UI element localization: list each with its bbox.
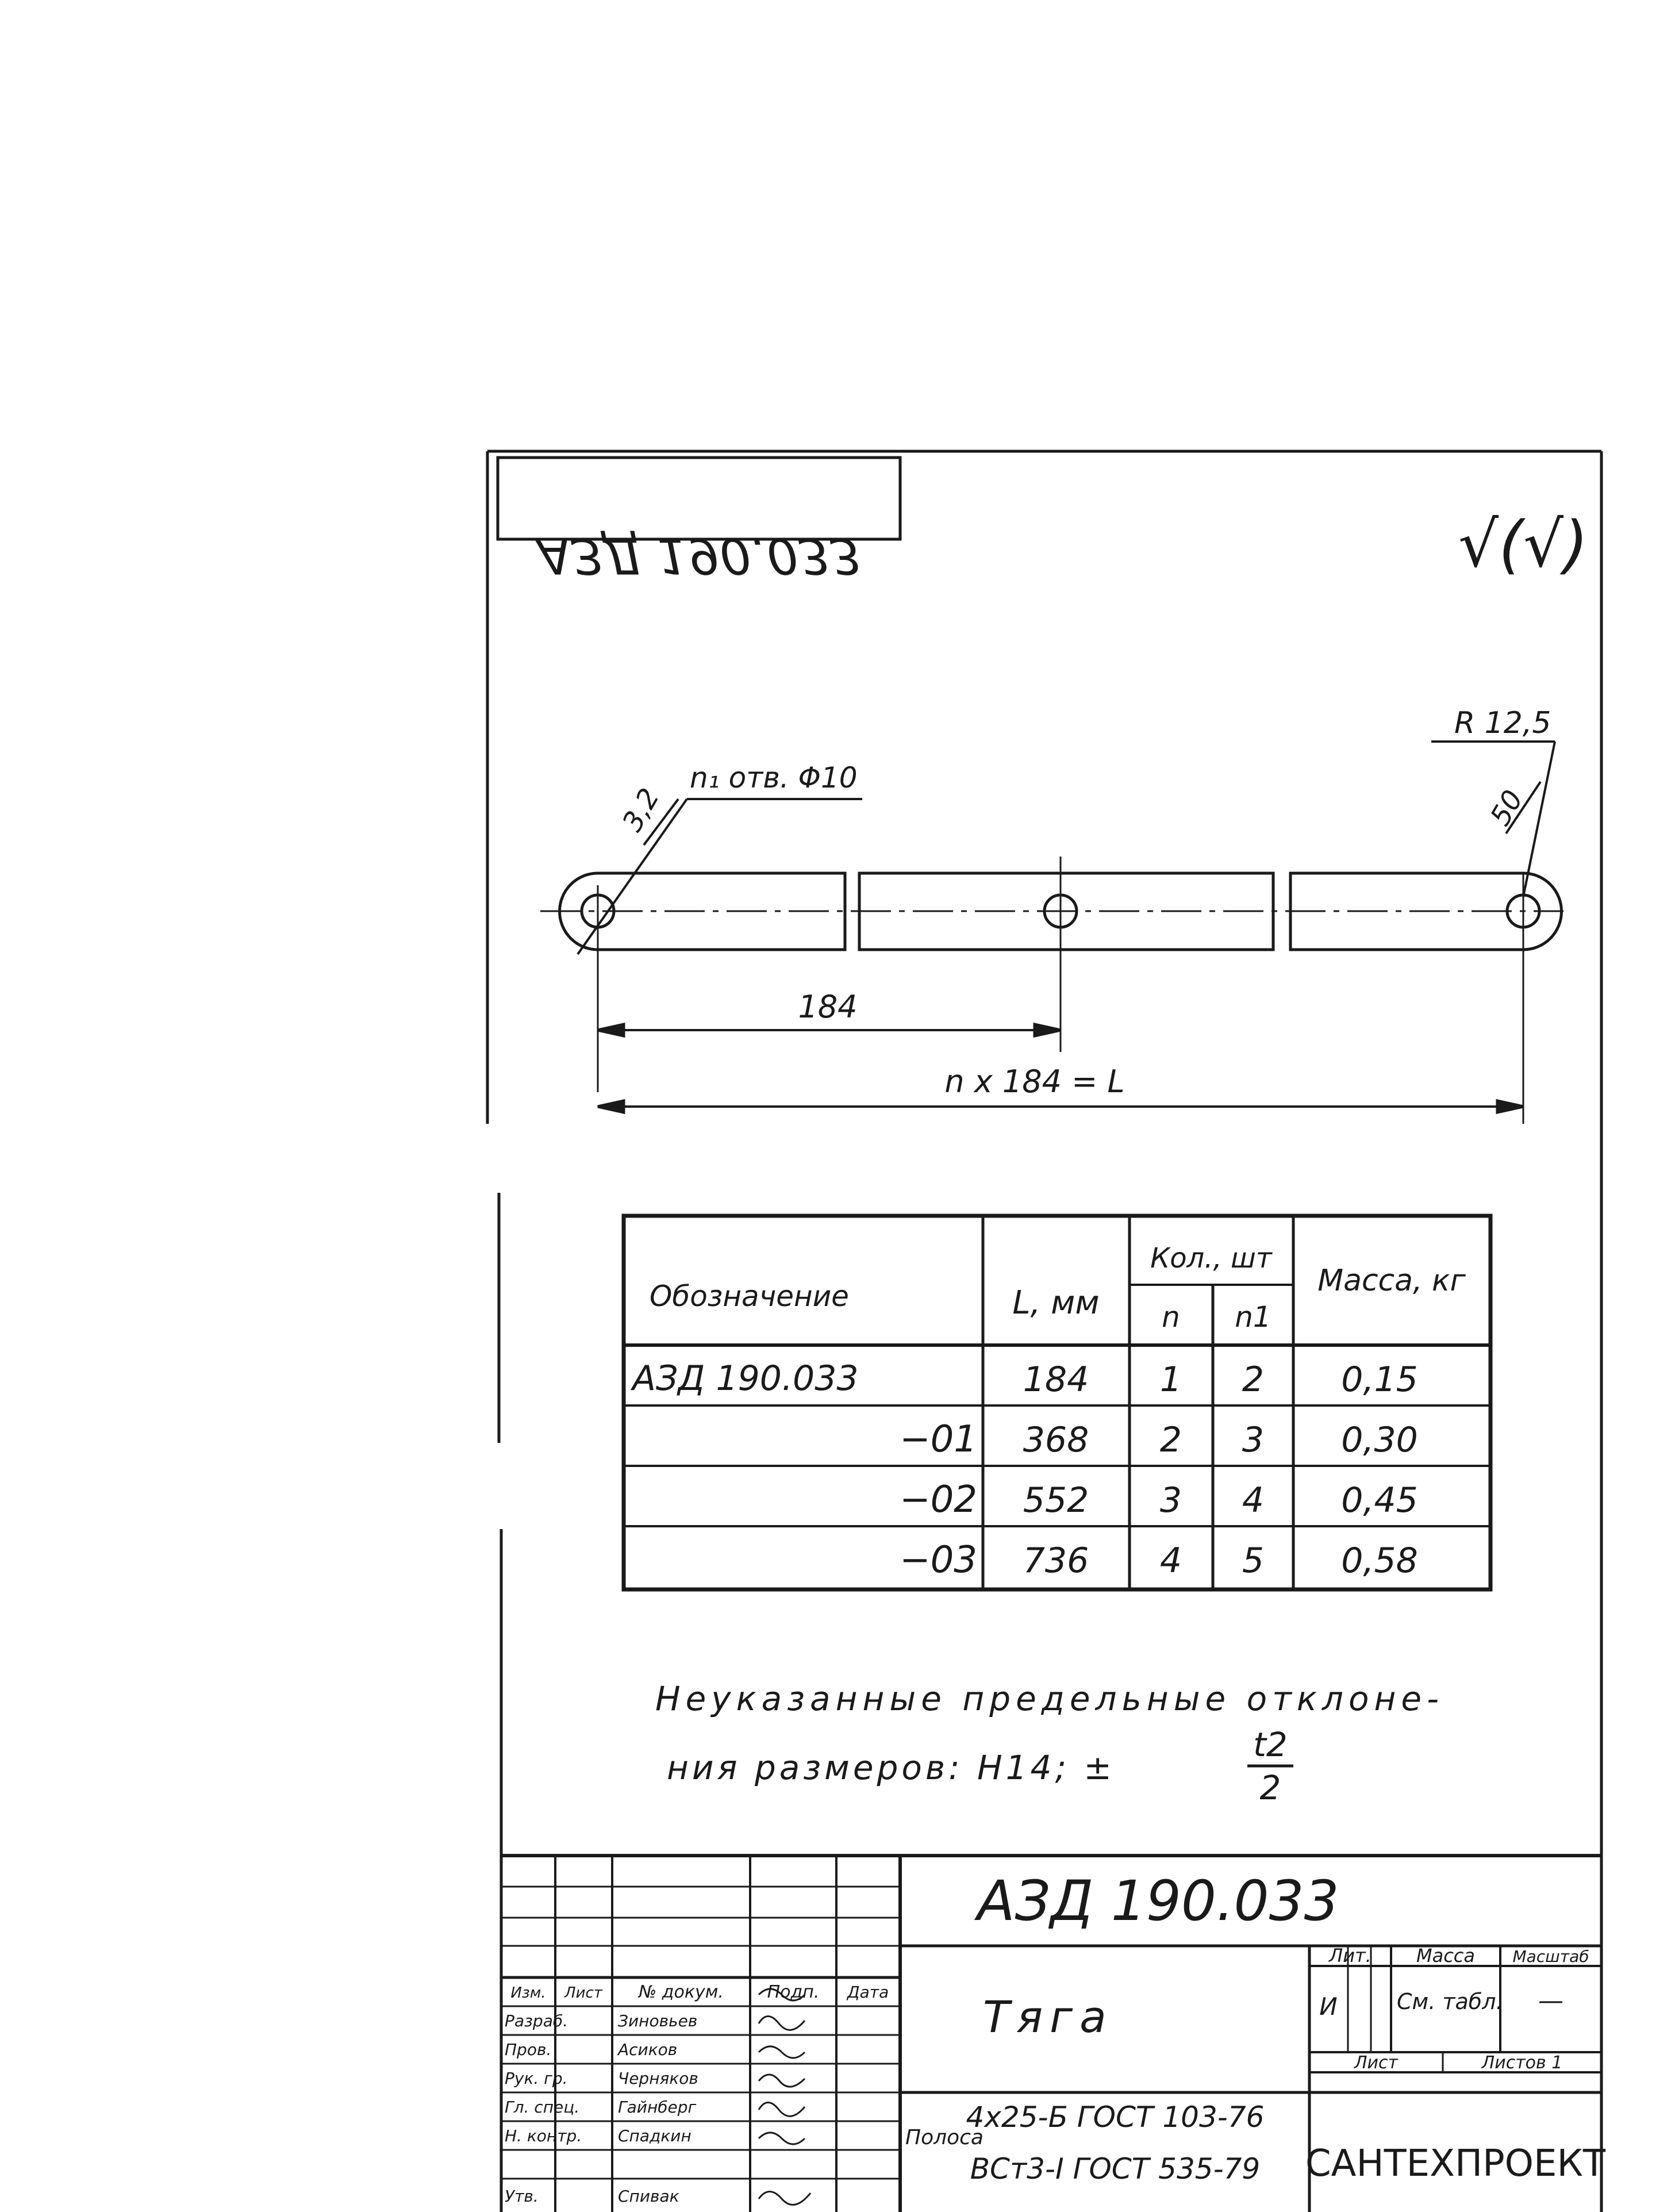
signature-role: Рук. гр. — [505, 2069, 568, 2088]
part-annotations: n₁ отв. Φ10 3,2 R 12,5 50 184 n x 184 = … — [616, 706, 1551, 1100]
header-cell: № докум. — [637, 1982, 724, 2002]
row-n1: 4 — [1242, 1480, 1264, 1520]
note-line2: ния размеров: H14; ± — [667, 1748, 1115, 1787]
radius-label: R 12,5 — [1454, 706, 1551, 740]
header-cell: Изм. — [510, 1984, 545, 2002]
row-mass: 0,58 — [1341, 1541, 1418, 1581]
row-n: 3 — [1160, 1480, 1182, 1520]
sheet-label: Лист — [1354, 2053, 1399, 2073]
header-qty-n1: n1 — [1235, 1300, 1271, 1334]
title-block-text: АЗД 190.033 Тяга Полоса 4x25-Б ГОСТ 103-… — [505, 1869, 1606, 2206]
header-qty: Кол., шт — [1150, 1242, 1273, 1274]
row-length: 184 — [1023, 1360, 1089, 1400]
header-cell: Дата — [846, 1983, 889, 2002]
signature-role: Пров. — [505, 2040, 551, 2059]
scale-label: Масштаб — [1512, 1947, 1589, 1966]
row-designation: −03 — [900, 1539, 977, 1581]
sheets-label: Листов 1 — [1481, 2053, 1563, 2073]
hole-callout: n₁ отв. Φ10 — [690, 761, 858, 794]
signature-role: Н. контр. — [505, 2126, 582, 2145]
mirrored-code: АЗД 190.033 — [534, 527, 861, 584]
roughness-left: 3,2 — [616, 783, 666, 837]
header-qty-n: n — [1162, 1300, 1180, 1334]
note-frac-num: t2 — [1253, 1725, 1288, 1764]
header-designation: Обозначение — [650, 1280, 849, 1313]
part-drawing — [540, 740, 1563, 1124]
spec-table-text: Обозначение L, мм Кол., шт n n1 Масса, к… — [630, 1242, 1466, 1581]
material-line1: 4x25-Б ГОСТ 103-76 — [966, 2100, 1265, 2134]
row-mass: 0,30 — [1341, 1420, 1418, 1460]
frame — [486, 450, 1603, 2212]
row-n: 4 — [1160, 1541, 1182, 1581]
spec-table — [621, 1213, 1493, 1592]
row-n: 1 — [1160, 1360, 1182, 1400]
scale-value: — — [1538, 1986, 1563, 2015]
row-length: 736 — [1023, 1541, 1089, 1581]
note-frac-den: 2 — [1260, 1768, 1281, 1807]
row-n1: 3 — [1242, 1420, 1264, 1460]
signature-role: Разраб. — [505, 2011, 568, 2030]
org-name: САНТЕХПРОЕКТ — [1305, 2142, 1606, 2185]
header-cell: Подп. — [767, 1982, 820, 2002]
signature-name: Асиков — [617, 2040, 677, 2059]
roughness-right: 50 — [1484, 785, 1530, 831]
signature-name: Зиновьев — [618, 2011, 697, 2030]
signature-name: Спивак — [618, 2187, 679, 2206]
note-line1: Неуказанные предельные отклоне- — [655, 1679, 1444, 1718]
header-length: L, мм — [1012, 1284, 1099, 1322]
signature-name: Спадкин — [618, 2126, 691, 2145]
dim-total: n x 184 = L — [944, 1063, 1124, 1100]
signature-role: Гл. спец. — [505, 2098, 579, 2117]
title-code: АЗД 190.033 — [974, 1869, 1339, 1933]
signature-name: Черняков — [618, 2069, 698, 2088]
row-designation: −02 — [900, 1478, 977, 1521]
lit-value: И — [1319, 1992, 1337, 2021]
row-n: 2 — [1160, 1420, 1182, 1460]
header-cell: Лист — [564, 1984, 603, 2002]
row-designation: АЗД 190.033 — [630, 1358, 859, 1399]
mirrored-code-box: АЗД 190.033 — [496, 456, 902, 584]
row-n1: 5 — [1242, 1541, 1264, 1581]
title-name: Тяга — [983, 1991, 1113, 2042]
mass-label: Масса — [1416, 1945, 1475, 1967]
roughness-symbol-icon: √(√) — [1458, 508, 1588, 581]
mass-value: См. табл. — [1397, 1989, 1503, 2014]
material-prefix: Полоса — [905, 2126, 984, 2149]
signature-scribbles — [758, 1988, 812, 2206]
row-n1: 2 — [1242, 1360, 1264, 1400]
signature-name: Гайнберг — [618, 2098, 697, 2117]
tolerance-note: Неуказанные предельные отклоне- ния разм… — [655, 1679, 1444, 1807]
row-designation: −01 — [900, 1418, 977, 1461]
lit-label: Лит. — [1328, 1945, 1371, 1967]
title-block — [501, 1854, 1601, 2212]
header-mass: Масса, кг — [1317, 1264, 1466, 1298]
signature-role: Утв. — [505, 2187, 539, 2206]
row-mass: 0,45 — [1341, 1480, 1418, 1520]
row-length: 368 — [1023, 1420, 1089, 1460]
material-line2: ВСт3-I ГОСТ 535-79 — [970, 2152, 1261, 2186]
row-length: 552 — [1023, 1480, 1089, 1520]
row-mass: 0,15 — [1341, 1360, 1418, 1400]
dim-pitch: 184 — [798, 989, 857, 1025]
